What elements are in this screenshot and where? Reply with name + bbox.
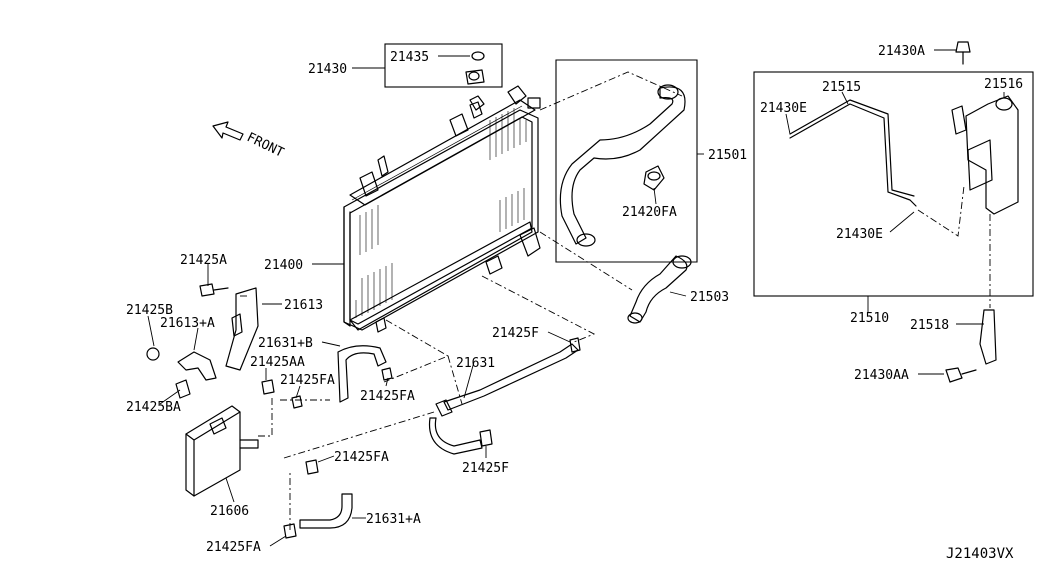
label-21430AA: 21430AA [854,368,909,383]
leader-lines [147,49,1005,547]
front-label: FRONT [244,130,286,161]
label-21425A: 21425A [180,253,227,268]
cap-group-box [384,43,503,88]
hose-21631-a [299,459,353,529]
clamp-21425FA-d [283,523,297,539]
reservoir-bolt [955,41,971,65]
label-21430E-low: 21430E [836,227,883,242]
reservoir-tube [789,99,917,207]
clamp-21425F-top [569,337,581,353]
coolant-reservoir [951,95,1019,215]
label-21631-b: 21631+B [258,336,313,351]
label-21631-a: 21631+A [366,512,421,527]
label-21420FA: 21420FA [622,205,677,220]
label-21501: 21501 [708,148,747,163]
label-21516: 21516 [984,77,1023,92]
label-21613: 21613 [284,298,323,313]
front-direction-arrow: FRONT [212,121,286,161]
label-21425FA-b: 21425FA [360,389,415,404]
label-21515: 21515 [822,80,861,95]
bolt-21425A [199,283,229,297]
clamp-21425FA-a [291,395,303,409]
label-21425FA-c: 21425FA [334,450,389,465]
clip-21425BA [175,379,191,399]
oil-cooler-21606 [185,405,259,497]
bracket-21613 [225,287,259,371]
hose-21631 [428,343,579,455]
label-21425B: 21425B [126,303,173,318]
bracket-bolt [945,367,977,383]
label-21631: 21631 [456,356,495,371]
label-21425FA-d: 21425FA [206,540,261,555]
lower-radiator-hose [627,255,692,324]
label-21430: 21430 [308,62,347,77]
nut-21425B [146,347,160,361]
label-21430E-top: 21430E [760,101,807,116]
label-21425BA: 21425BA [126,400,181,415]
label-21518: 21518 [910,318,949,333]
upper-hose-box [555,59,698,263]
reservoir-box [753,71,1034,297]
bolt-21425AA [261,379,275,395]
radiator [343,85,541,333]
label-21606: 21606 [210,504,249,519]
reservoir-bracket [979,309,997,365]
upper-radiator-hose [559,84,686,247]
label-21400: 21400 [264,258,303,273]
label-21425F-low: 21425F [462,461,509,476]
bracket-21613-a [177,351,217,381]
label-21435: 21435 [390,50,429,65]
label-21425AA: 21425AA [250,355,305,370]
label-21430A: 21430A [878,44,925,59]
hose-21631-b [337,345,393,403]
label-21425FA-a: 21425FA [280,373,335,388]
radiator-cap [465,51,485,111]
label-21425F-top: 21425F [492,326,539,341]
connection-lines [240,71,991,530]
drawing-reference: J21403VX [946,546,1014,562]
label-21510: 21510 [850,311,889,326]
label-21503: 21503 [690,290,729,305]
part-labels: 21430A 21430 21435 21515 21516 21430E 21… [126,44,1023,555]
label-21613-a: 21613+A [160,316,215,331]
